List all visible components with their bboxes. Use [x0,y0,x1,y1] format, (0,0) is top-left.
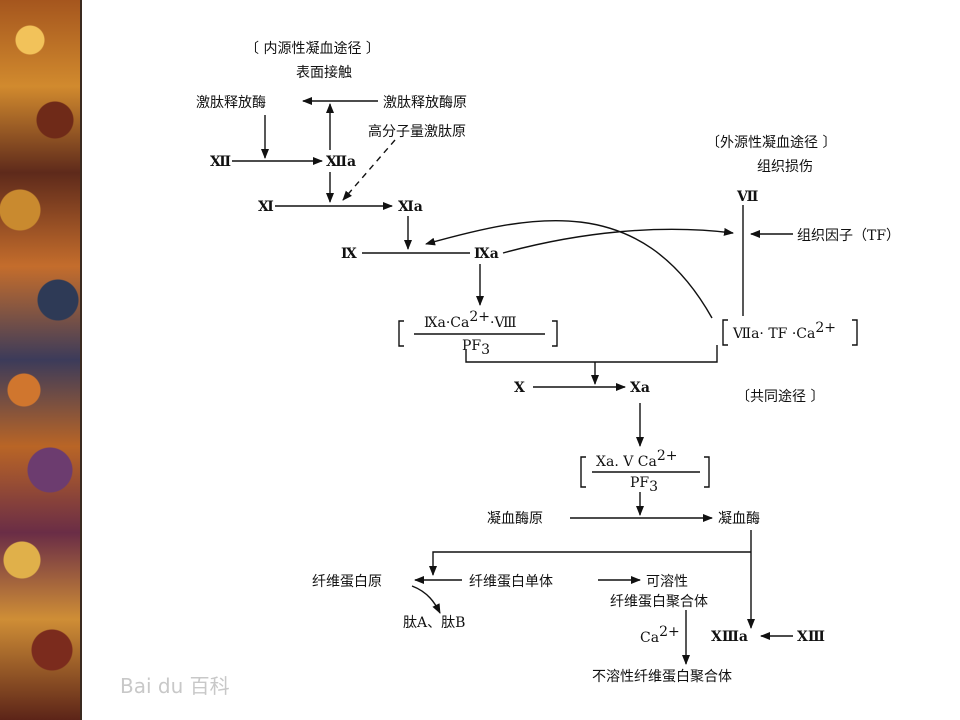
dashed-arrow-hmwk [342,139,396,201]
tenase-bottom: PF3 [462,338,490,358]
thrombin-label: 凝血酶 [718,511,760,527]
hmwk-label: 高分子量激肽原 [368,123,466,140]
factor-ix: Ⅸ [341,246,357,262]
arrow-thrombin-to-fibrinogen [429,551,751,576]
tissue-factor-label: 组织因子（TF） [797,228,900,244]
prothrombinase-bracket-left [580,456,586,488]
factor-xiiia: ⅩⅢa [711,629,748,645]
factor-xiia: Ⅻa [326,154,356,170]
fibrin-monomer-label: 纤维蛋白单体 [469,574,553,590]
insoluble-polymer-label: 不溶性纤维蛋白聚合体 [592,669,732,685]
extrinsic-trigger: 组织损伤 [757,159,813,175]
prothrombin-label: 凝血酶原 [487,511,543,527]
prothrombinase-bracket-right [704,456,710,488]
tenase-top: Ⅸa·Ca2+·Ⅷ [424,309,517,331]
prothrombinase-top: Ⅹa. Ⅴ Ca2+ [596,448,677,470]
factor-xi: Ⅺ [258,199,274,215]
viia-bracket-right [852,319,858,346]
factor-xiii: ⅩⅢ [797,629,825,645]
arrow-fibrinogen-to-peptides [411,585,441,614]
factor-xii: Ⅻ [210,154,231,170]
prothrombinase-bottom: PF3 [630,475,658,495]
factor-xa: Ⅹa [630,380,650,396]
factor-vii: Ⅶ [736,189,758,205]
viia-bracket-left [722,319,728,346]
extrinsic-title: 〔外源性凝血途径 〕 [706,134,836,151]
soluble-label-line1: 可溶性 [646,574,688,590]
factor-xia: Ⅺa [398,199,423,215]
kallikrein-label: 激肽释放酶 [196,94,266,111]
calcium-label: Ca2+ [640,624,680,646]
watermark: Bai du 百科 [120,674,230,698]
peptides-label: 肽A、肽B [403,615,465,631]
common-title: 〔共同途径 〕 [736,388,824,405]
connector-lines [232,97,858,665]
prekallikrein-label: 激肽释放酶原 [383,94,467,111]
tenase-bracket-right [552,320,558,347]
joint-bracket [465,345,718,363]
decorative-side-art [0,0,80,720]
factor-x: Ⅹ [514,380,525,396]
intrinsic-title: 〔 内源性凝血途径 〕 [245,40,380,57]
soluble-label-line2: 纤维蛋白聚合体 [610,594,708,610]
curved-arrow-ixa-to-vii [502,227,734,254]
intrinsic-trigger: 表面接触 [296,64,352,81]
fibrinogen-label: 纤维蛋白原 [312,574,382,590]
viia-complex: Ⅶa· TF ·Ca2+ [732,320,836,342]
side-divider [80,0,82,720]
curved-arrow-viia-to-ix [425,219,713,319]
tenase-bracket-left [398,320,404,347]
factor-ixa: Ⅸa [474,246,499,262]
